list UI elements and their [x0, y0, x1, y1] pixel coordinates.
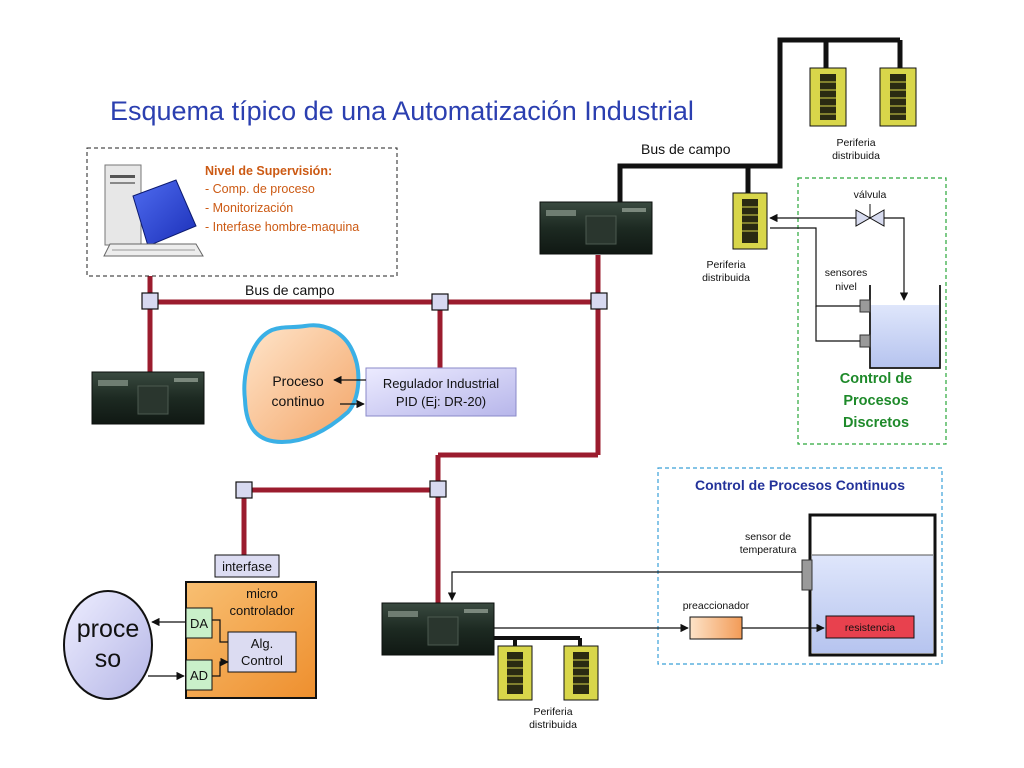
regulador-label: PID (Ej: DR-20) [396, 394, 486, 409]
supervision-item: - Comp. de proceso [205, 182, 315, 196]
periferia-module-icon [809, 67, 847, 127]
temperature-sensor-label: sensor de [745, 531, 791, 543]
proceso-label: so [95, 645, 121, 673]
discrete-control-panel: válvula sensores nivel Control de Proces… [769, 177, 947, 445]
temperature-sensor-label: temperatura [740, 544, 797, 556]
supervision-panel: Nivel de Supervisión: - Comp. de proceso… [86, 147, 398, 277]
level-sensors-label: sensores [825, 267, 868, 279]
periferia-label: distribuida [529, 719, 577, 731]
proceso-label: proce [77, 615, 140, 643]
periferia-module-icon [563, 645, 599, 701]
level-sensors-label: nivel [835, 281, 857, 293]
actuator-label: preaccionador [683, 600, 750, 612]
periferia-module-icon [497, 645, 533, 701]
bus-label-upper: Bus de campo [641, 141, 731, 157]
supervision-item: - Interfase hombre-maquina [205, 220, 359, 234]
proceso-continuo-label: continuo [272, 393, 325, 409]
micro-title: controlador [229, 603, 295, 618]
periferia-label: Periferia [533, 706, 572, 718]
periferia-label: Periferia [706, 259, 745, 271]
plc-left [91, 371, 205, 425]
periferia-module-icon [879, 67, 917, 127]
computer-icon [103, 164, 204, 257]
regulador-label: Regulador Industrial [383, 376, 499, 391]
discrete-title: Procesos [843, 393, 908, 409]
periferia-module-icon [732, 192, 768, 250]
alg-control-label: Control [241, 653, 283, 668]
proceso-continuo-label: Proceso [272, 373, 324, 389]
interface-label: interfase [222, 559, 272, 574]
alg-control-label: Alg. [251, 636, 273, 651]
micro-title: micro [246, 586, 278, 601]
periferia-label: Periferia [836, 137, 875, 149]
heater-label: resistencia [845, 622, 895, 634]
bus-junctions [141, 292, 608, 499]
microcontroller: interfase micro controlador DA AD Alg. C… [185, 554, 317, 699]
field-bus-black [617, 37, 903, 202]
continuous-title: Control de Procesos Continuos [695, 477, 905, 493]
regulador-box: Regulador Industrial PID (Ej: DR-20) [365, 367, 517, 417]
continuous-control-panel: Control de Procesos Continuos resistenci… [657, 467, 943, 665]
ad-label: AD [190, 668, 208, 683]
plc-bottom [381, 602, 495, 656]
periferia-label: distribuida [832, 150, 880, 162]
discrete-title: Control de [840, 371, 913, 387]
field-bus-red [147, 255, 601, 603]
discrete-title: Discretos [843, 415, 909, 431]
proceso-node: proce so [63, 590, 153, 700]
da-label: DA [190, 616, 208, 631]
supervision-item: - Monitorización [205, 201, 293, 215]
periferia-label: distribuida [702, 272, 750, 284]
diagram-title: Esquema típico de una Automatización Ind… [110, 96, 694, 126]
supervision-heading: Nivel de Supervisión: [205, 164, 332, 178]
bus-label-lower: Bus de campo [245, 282, 335, 298]
plc-top [539, 201, 653, 255]
proceso-continuo-cloud: Proceso continuo [242, 323, 361, 445]
valve-label: válvula [854, 189, 887, 201]
